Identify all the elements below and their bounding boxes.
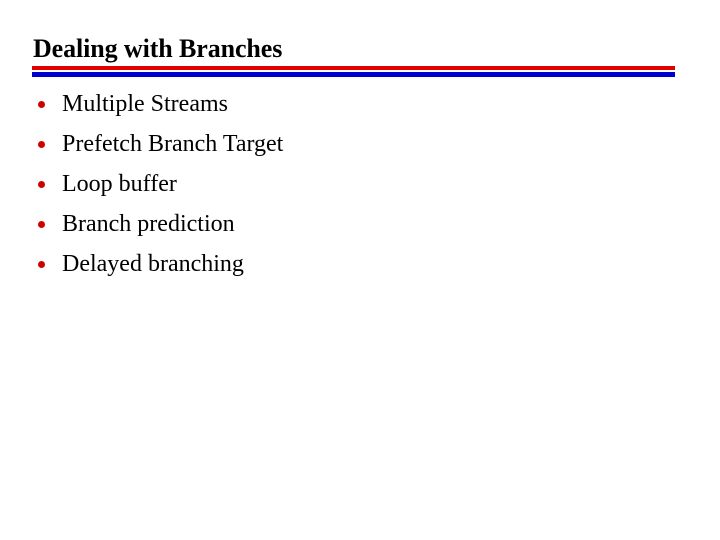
list-item: Multiple Streams bbox=[33, 84, 683, 124]
list-item: Delayed branching bbox=[33, 244, 683, 284]
divider-rule-blue bbox=[32, 72, 675, 77]
list-item-label: Branch prediction bbox=[62, 211, 235, 237]
bullet-dot-icon bbox=[38, 101, 45, 108]
page-title: Dealing with Branches bbox=[33, 34, 283, 63]
bullet-list: Multiple Streams Prefetch Branch Target … bbox=[33, 84, 683, 284]
title-divider bbox=[32, 66, 675, 77]
bullet-dot-icon bbox=[38, 181, 45, 188]
bullet-dot-icon bbox=[38, 221, 45, 228]
list-item-label: Delayed branching bbox=[62, 251, 244, 277]
list-item-label: Loop buffer bbox=[62, 171, 177, 197]
list-item: Branch prediction bbox=[33, 204, 683, 244]
list-item-label: Prefetch Branch Target bbox=[62, 131, 284, 157]
list-item-label: Multiple Streams bbox=[62, 91, 228, 117]
list-item: Prefetch Branch Target bbox=[33, 124, 683, 164]
divider-rule-red bbox=[32, 66, 675, 70]
bullet-dot-icon bbox=[38, 261, 45, 268]
bullet-dot-icon bbox=[38, 141, 45, 148]
list-item: Loop buffer bbox=[33, 164, 683, 204]
